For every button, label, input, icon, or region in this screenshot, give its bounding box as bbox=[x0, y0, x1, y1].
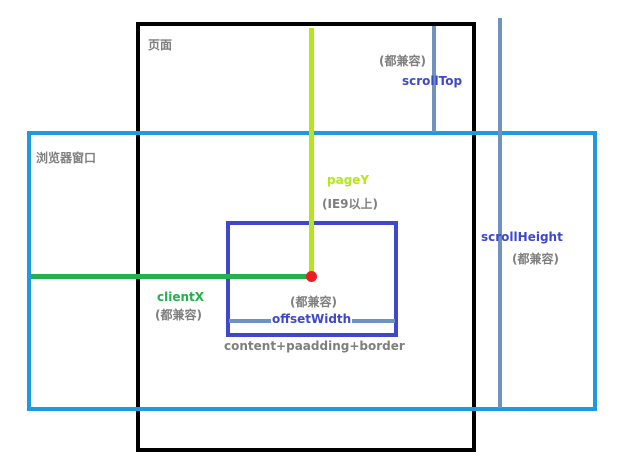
offset-width-label: offsetWidth bbox=[271, 312, 353, 326]
scroll-height-compat-label: (都兼容) bbox=[512, 252, 559, 266]
page-y-compat-label: (IE9以上) bbox=[322, 197, 378, 211]
scroll-top-line bbox=[432, 26, 436, 132]
client-x-label: clientX bbox=[157, 290, 205, 304]
mouse-point bbox=[306, 271, 317, 282]
scroll-height-line bbox=[498, 18, 502, 408]
page-frame bbox=[136, 22, 476, 452]
browser-window-label: 浏览器窗口 bbox=[36, 151, 97, 165]
scroll-top-label: scrollTop bbox=[402, 74, 463, 88]
scroll-top-compat-label: (都兼容) bbox=[379, 54, 426, 68]
page-label: 页面 bbox=[148, 38, 173, 52]
offset-width-compat-label: (都兼容) bbox=[290, 295, 337, 309]
page-y-label: pageY bbox=[327, 173, 370, 187]
client-x-compat-label: (都兼容) bbox=[155, 308, 202, 322]
box-model-label: content+paadding+border bbox=[224, 339, 405, 353]
page-y-line bbox=[309, 28, 314, 277]
client-x-line bbox=[31, 274, 311, 279]
scroll-height-label: scrollHeight bbox=[481, 230, 563, 244]
